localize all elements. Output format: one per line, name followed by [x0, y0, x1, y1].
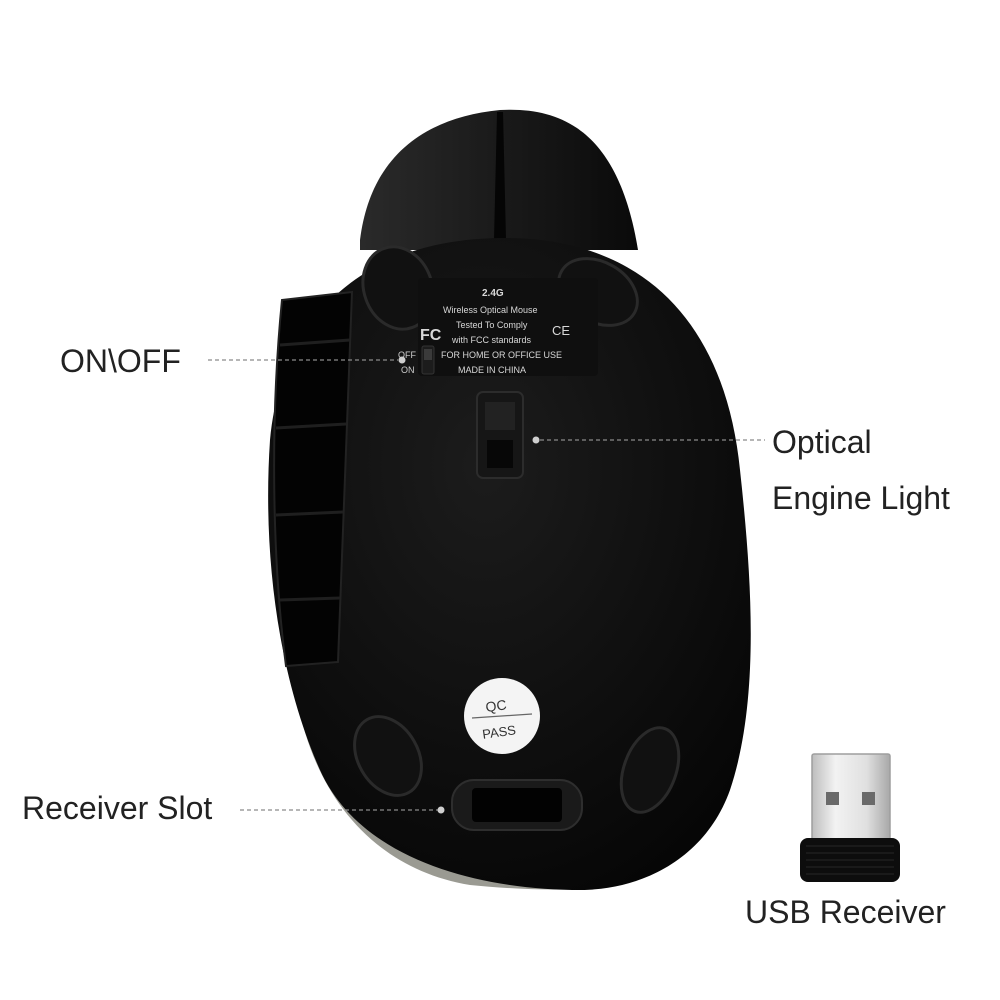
optical-sensor	[476, 391, 524, 479]
label-comply-1: Tested To Comply	[456, 320, 528, 330]
mouse-top-hump	[360, 109, 638, 250]
glide-feet	[353, 245, 681, 814]
callout-dots	[398, 356, 540, 814]
callout-receiver-slot: Receiver Slot	[22, 790, 213, 826]
callout-on-off: ON\OFF	[60, 343, 181, 379]
qc-line-1: QC	[485, 696, 508, 715]
ce-mark: CE	[552, 323, 570, 338]
fcc-mark: FC	[420, 327, 442, 344]
label-origin: MADE IN CHINA	[458, 365, 526, 375]
side-grip	[273, 290, 354, 668]
qc-line-2: PASS	[481, 722, 517, 742]
callout-usb-receiver: USB Receiver	[745, 894, 946, 930]
callout-optical-line1: Optical	[772, 424, 872, 460]
receiver-slot	[451, 779, 583, 831]
label-use: FOR HOME OR OFFICE USE	[441, 350, 562, 360]
label-product: Wireless Optical Mouse	[443, 305, 538, 315]
power-switch[interactable]: OFF ON	[398, 345, 435, 375]
callout-optical-line2: Engine Light	[772, 480, 950, 516]
usb-receiver	[800, 753, 900, 882]
qc-pass-sticker: QC PASS	[464, 678, 540, 754]
label-comply-2: with FCC standards	[451, 335, 532, 345]
switch-on-label: ON	[401, 365, 415, 375]
switch-off-label: OFF	[398, 350, 416, 360]
product-label	[418, 278, 598, 376]
callout-leaders	[208, 359, 765, 811]
label-band: 2.4G	[482, 288, 504, 299]
